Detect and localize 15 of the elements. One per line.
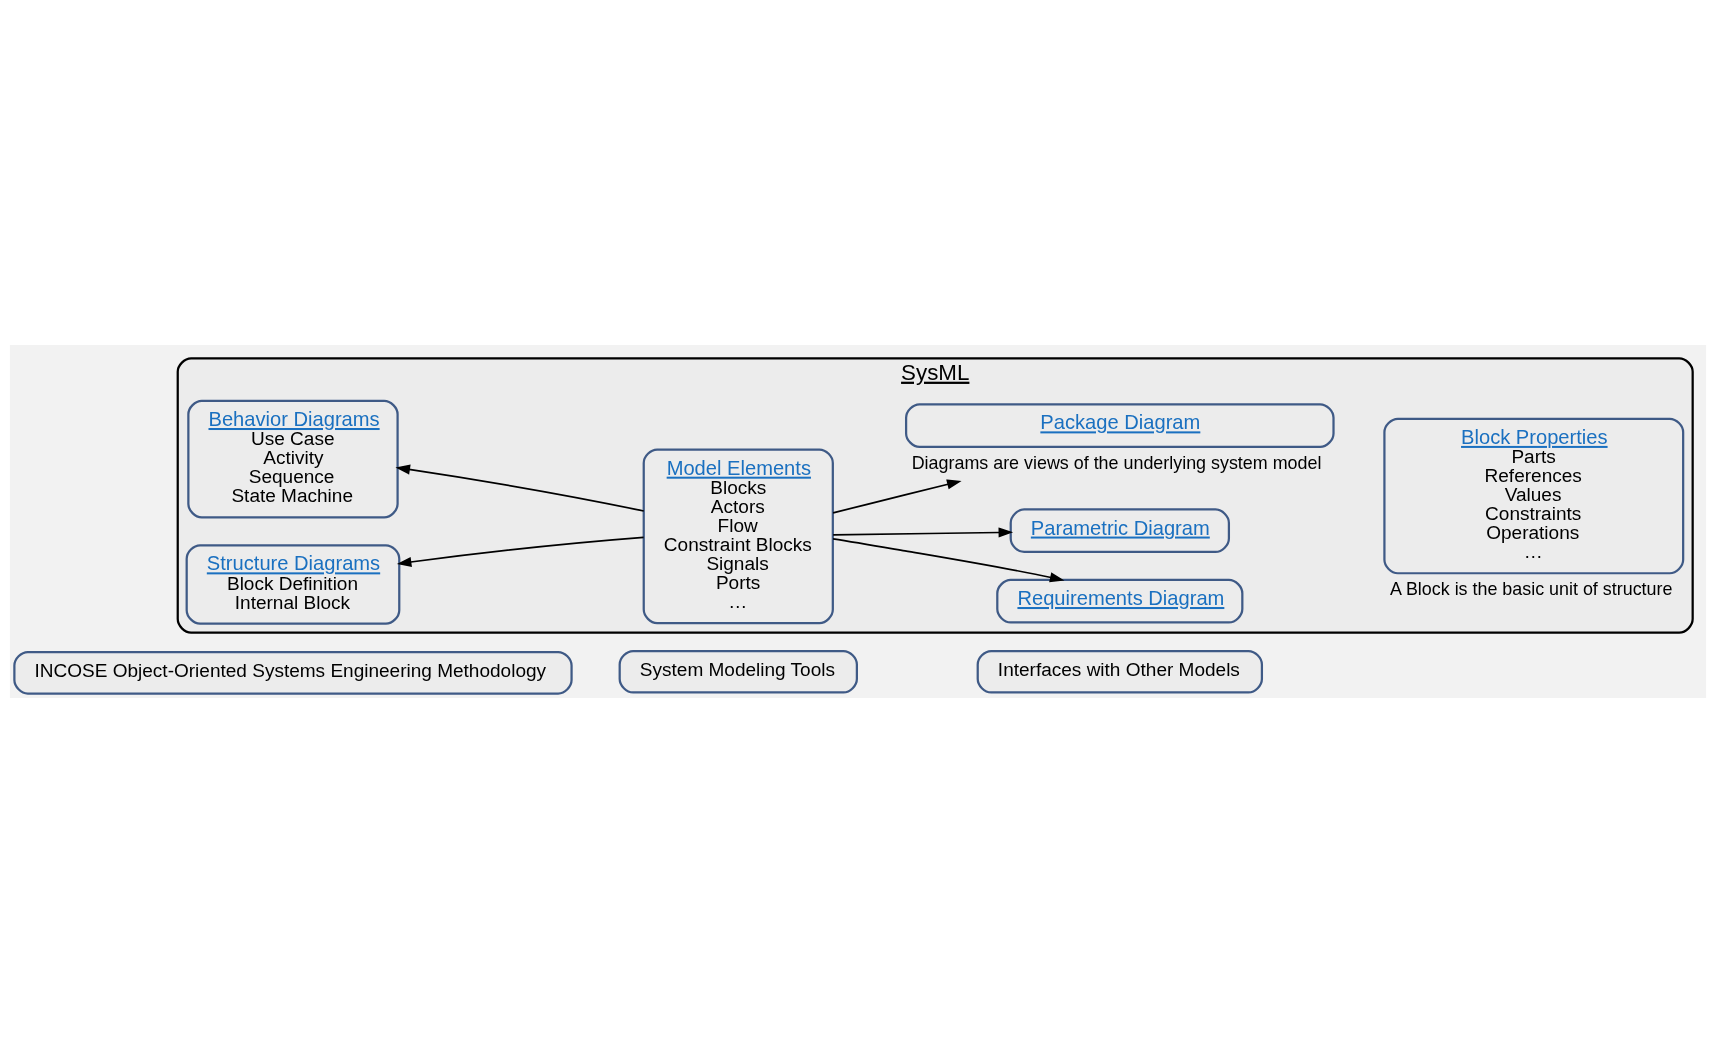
arrow <box>832 537 1065 582</box>
node-label: A Block is the basic unit of structure <box>1390 578 1673 599</box>
arrow <box>832 479 962 514</box>
node-box: Parametric Diagram <box>1009 507 1230 553</box>
node-box: Behavior Diagrams Use Case Activity Sequence State Machine <box>187 399 399 518</box>
arrow <box>395 464 645 512</box>
node-box: System Modeling Tools <box>618 649 858 694</box>
node-box: Model Elements Blocks Actors Flow Constraint Blocks Signals Ports … <box>642 448 834 624</box>
node-box: Structure Diagrams Block Definition Internal Block <box>185 543 401 625</box>
arrow <box>396 536 645 567</box>
node-label: Diagrams are views of the underlying system model <box>911 452 1322 473</box>
node-box: Requirements Diagram <box>996 578 1244 624</box>
node-box: Interfaces with Other Models <box>976 649 1264 694</box>
node-box: INCOSE Object-Oriented Systems Engineering Methodology <box>13 650 573 695</box>
arrow <box>832 526 1014 538</box>
